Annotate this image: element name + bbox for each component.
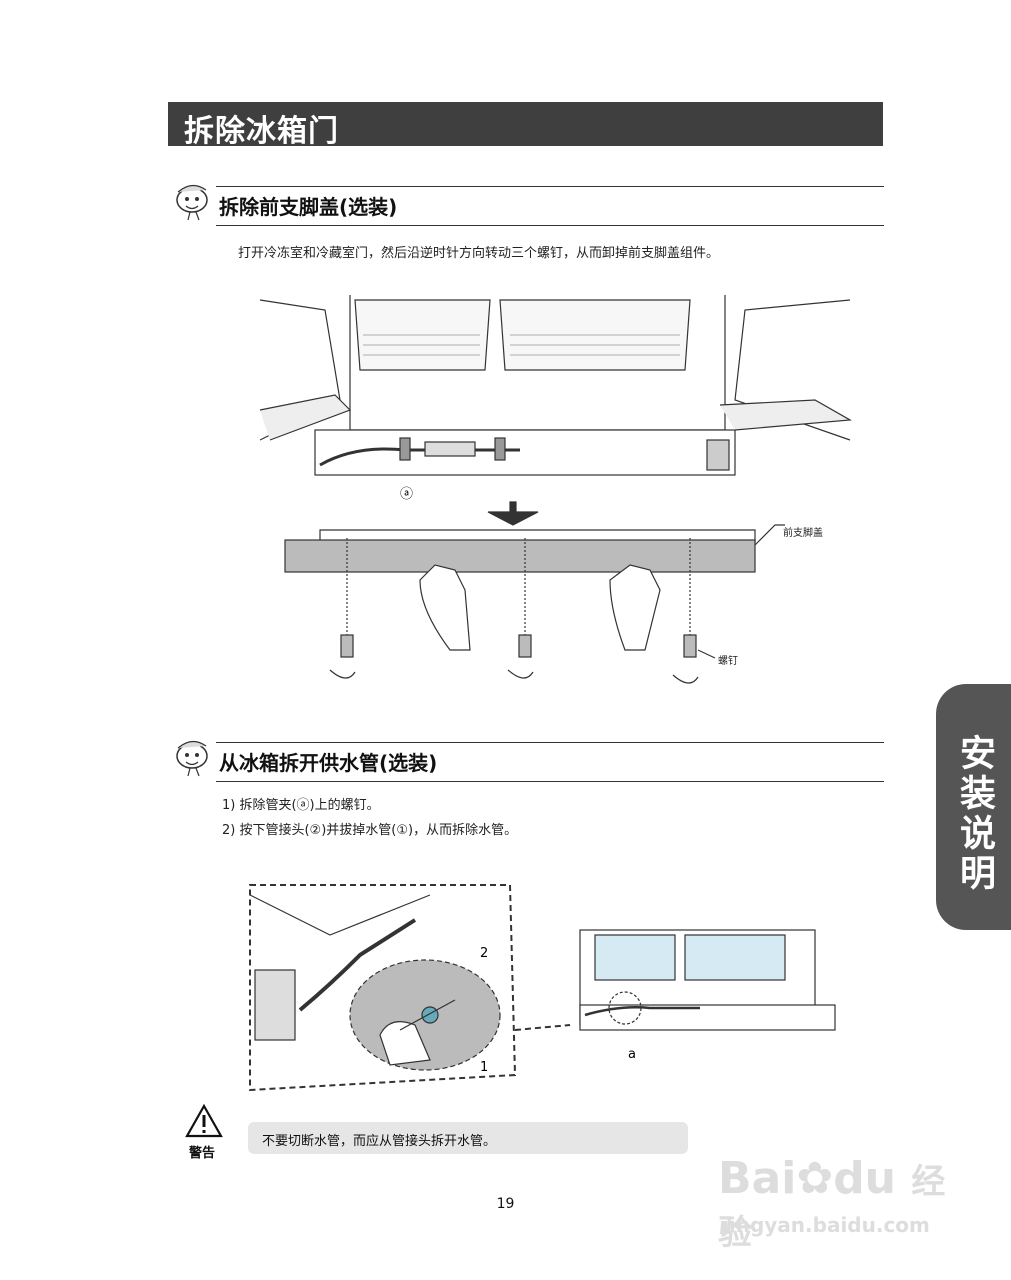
section-heading-2: 从冰箱拆开供水管(选装) [172,740,884,782]
label-1: 1 [480,1060,488,1075]
watermark-brand2: du [833,1153,897,1204]
water-pipe-illustration: 2 1 a [249,884,836,1092]
label-foot-cover: 前支脚盖 [783,528,823,539]
baidu-watermark: Bai✿du 经验 jingyan.baidu.com [718,1125,978,1255]
label-a-2: a [628,1047,636,1062]
step-1: 1) 拆除管夹(ⓐ)上的螺钉。 [222,798,380,813]
watermark-url: jingyan.baidu.com [722,1213,930,1237]
section-heading-1-text: 拆除前支脚盖(选装) [219,195,398,219]
watermark-brand: Bai [718,1153,797,1204]
section1-text: 打开冷冻室和冷藏室门，然后沿逆时针方向转动三个螺钉，从而卸掉前支脚盖组件。 [238,246,720,261]
warning-box: 不要切断水管，而应从管接头拆开水管。 [248,1122,688,1154]
label-a-1: ⓐ [400,487,413,502]
label-2: 2 [480,946,488,961]
mascot-icon [176,184,208,221]
warning-text: 不要切断水管，而应从管接头拆开水管。 [262,1134,497,1149]
page-title-bar: 拆除冰箱门 [168,102,883,149]
paw-icon: ✿ [796,1153,834,1204]
mascot-icon [176,740,208,777]
watermark-suffix: 经验 [718,1162,946,1253]
page-title: 拆除冰箱门 [184,114,339,149]
section-heading-1: 拆除前支脚盖(选装) [172,184,884,226]
warning-icon [185,1103,223,1138]
side-tab: 安装说明 [936,684,1011,930]
section-heading-2-text: 从冰箱拆开供水管(选装) [219,751,438,775]
label-screw: 螺钉 [718,656,738,667]
warning-label: 警告 [189,1146,216,1161]
side-tab-label: 安装说明 [954,734,995,894]
foot-cover-illustration: ⓐ [259,295,852,684]
step-2: 2) 按下管接头(②)并拔掉水管(①)，从而拆除水管。 [222,823,518,838]
page-number: 19 [496,1196,515,1212]
